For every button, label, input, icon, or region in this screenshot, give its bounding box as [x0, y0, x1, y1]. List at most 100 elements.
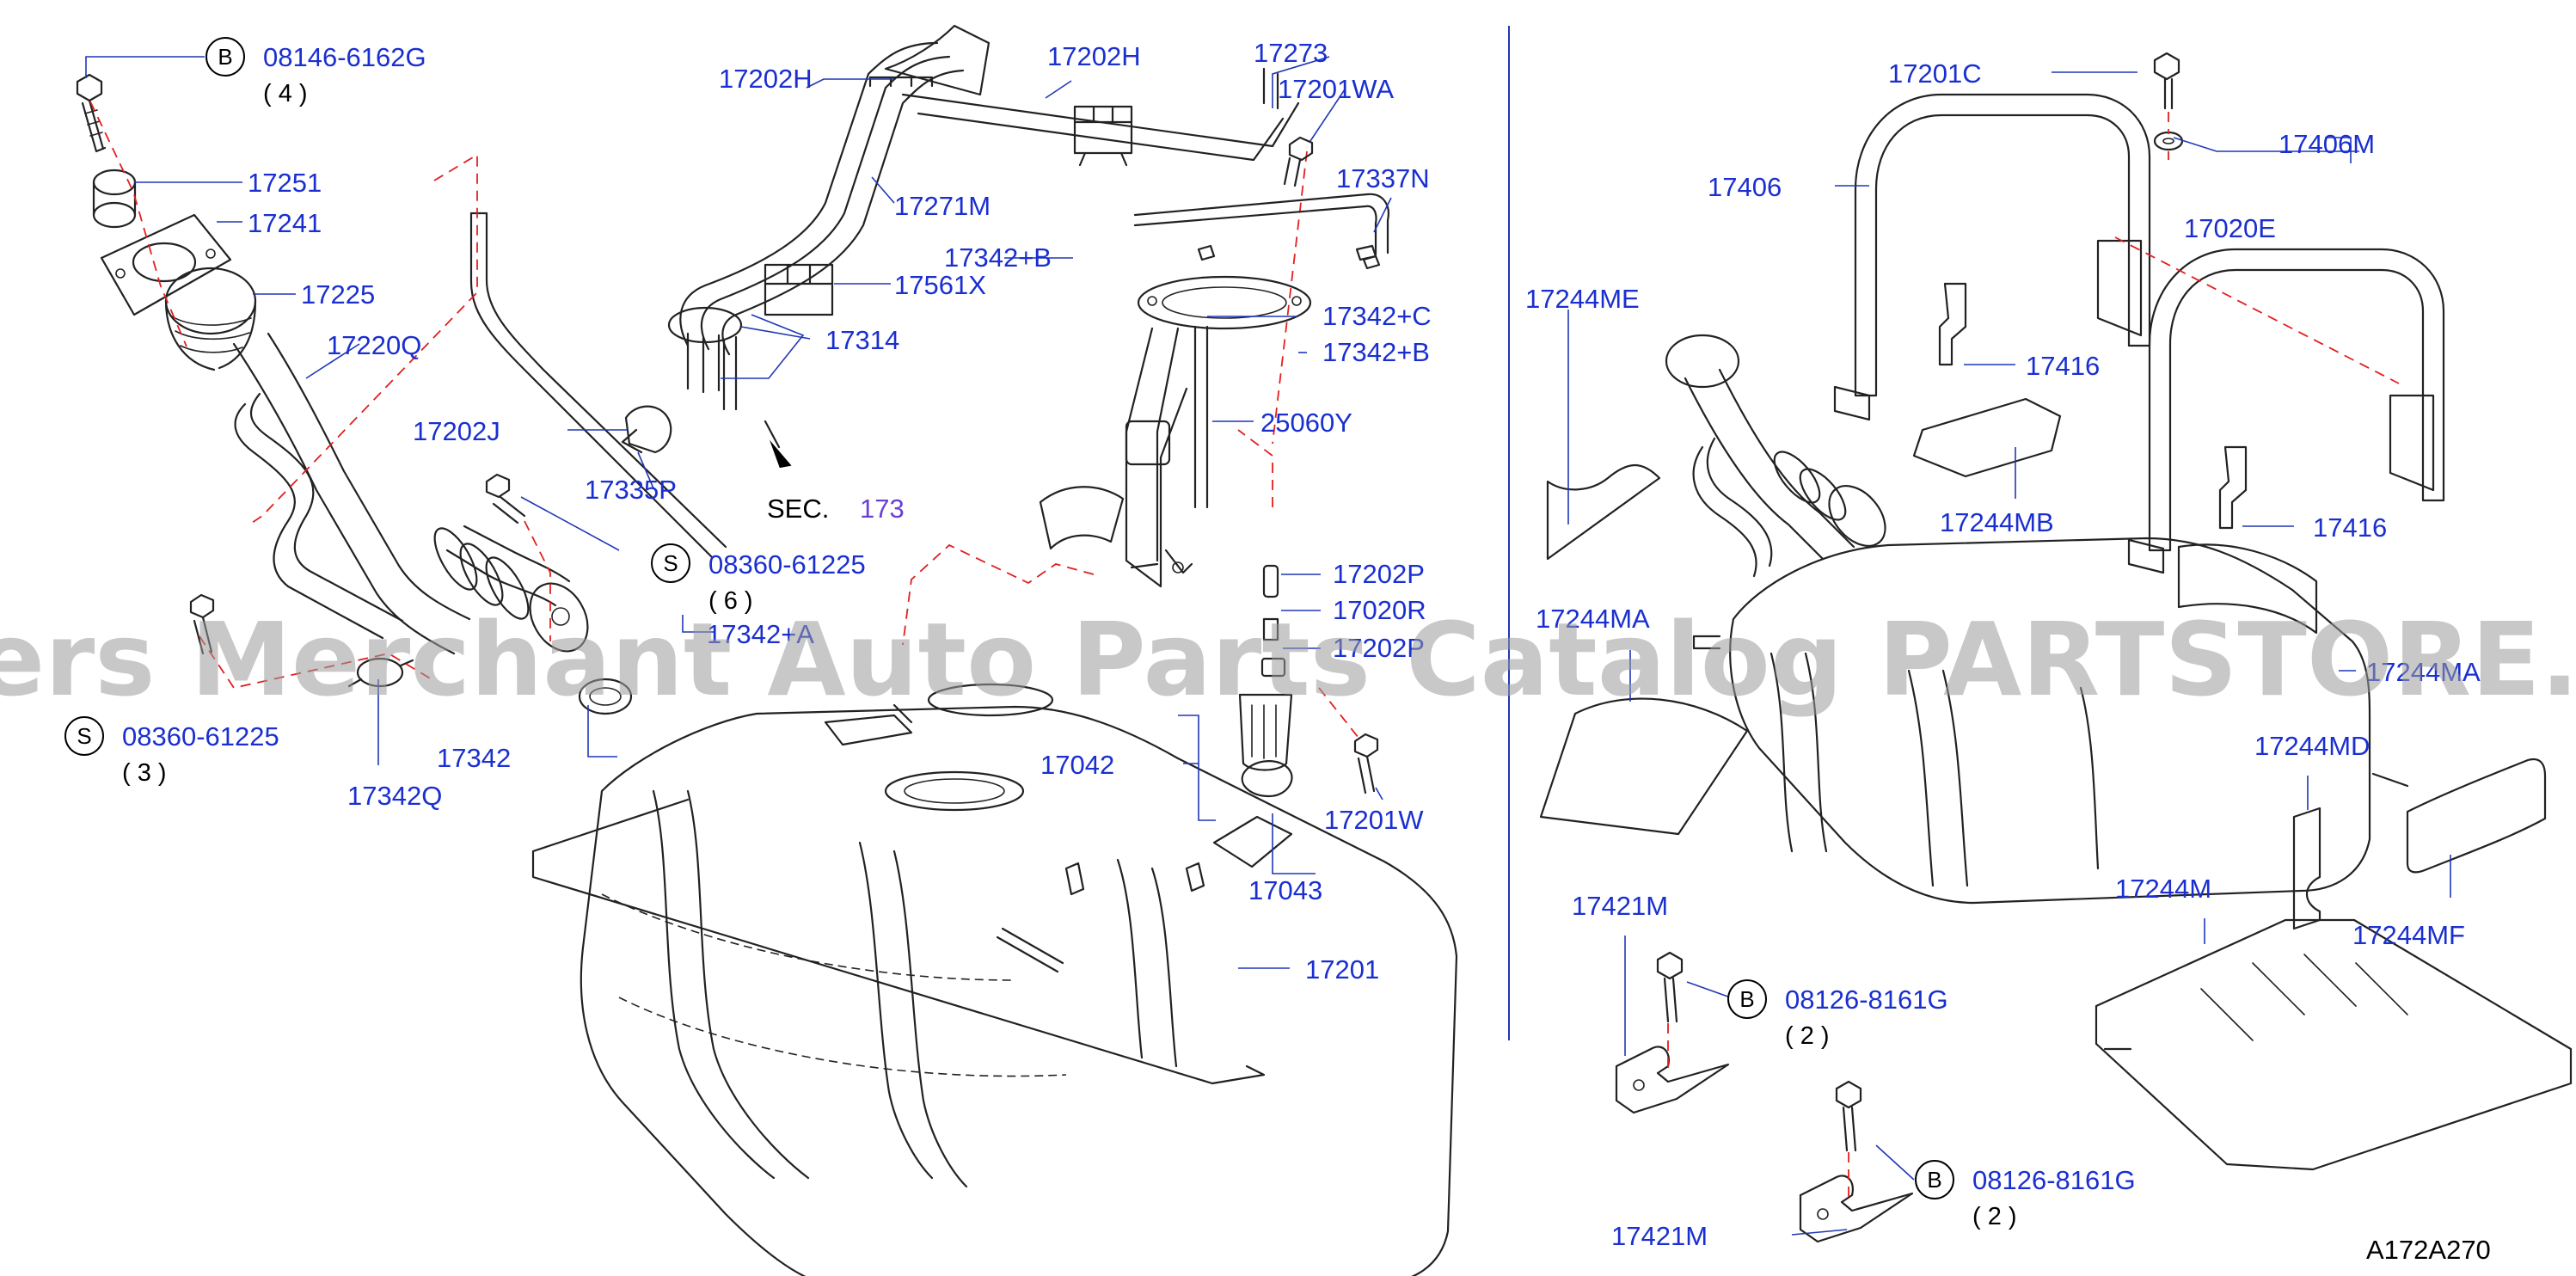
- bolt-icon: [1835, 1080, 1862, 1152]
- part-label: 17342+B: [1322, 337, 1430, 367]
- insulator-pad: [1539, 697, 1749, 836]
- part-label: 17202H: [1047, 41, 1141, 71]
- bolt-symbol-badge: [205, 37, 245, 77]
- bolt-part-number: 08146-6162G: [263, 42, 426, 72]
- part-label: 17201: [1305, 954, 1379, 985]
- line-clip: [764, 263, 834, 316]
- part-label: 17342+B: [944, 242, 1052, 273]
- vent-tube: [469, 212, 727, 559]
- bolt-quantity: ( 2 ): [1972, 1203, 2017, 1230]
- bolt-quantity: ( 6 ): [708, 587, 753, 615]
- insulator-pad: [2095, 918, 2573, 1171]
- bracket-lead: [721, 314, 805, 379]
- insulator-pad: [2406, 758, 2547, 874]
- bolt-icon: [189, 593, 215, 655]
- part-label: 17342+A: [707, 619, 814, 649]
- fuel-tank: [531, 683, 1458, 1276]
- diagram-code: A172A270: [2366, 1235, 2491, 1265]
- bolt-icon: [2153, 52, 2180, 110]
- bolt-symbol: S: [77, 723, 91, 749]
- left-panel-drawings: [76, 24, 1458, 1276]
- part-label: 17244M: [2115, 874, 2211, 904]
- bolt-part-number: 08360-61225: [122, 721, 279, 751]
- tank-strap: [2127, 248, 2445, 574]
- strap-clip: [1938, 282, 1967, 366]
- bolt-icon: [76, 73, 107, 153]
- fuel-tank: [1665, 334, 2409, 905]
- bolt-callout: B 08126-8161G ( 2 ): [1915, 1160, 2136, 1230]
- hose-clamp-large: [578, 678, 633, 715]
- part-label: 17020R: [1333, 595, 1426, 625]
- bolt-icon: [1656, 951, 1684, 1023]
- part-label: 17406: [1708, 172, 1782, 202]
- part-label: 17421M: [1611, 1221, 1708, 1251]
- part-label: 17202J: [413, 416, 500, 446]
- bolt-part-number: 08360-61225: [708, 549, 866, 580]
- watermark-text: Offers Merchant Auto Parts Catalog PARTS…: [0, 600, 2576, 719]
- leader-lines: [85, 56, 2451, 1236]
- bolt-quantity: ( 4 ): [263, 80, 308, 107]
- part-label: 17225: [301, 279, 375, 310]
- small-clip: [1197, 244, 1381, 270]
- part-label: 17241: [248, 208, 322, 238]
- part-label: 17220Q: [327, 330, 421, 360]
- bolt-callout: S 08360-61225 ( 6 ): [651, 543, 866, 615]
- part-label: 17244MD: [2254, 731, 2370, 761]
- line-clip: [1073, 105, 1133, 167]
- hose-clamp: [347, 657, 414, 688]
- fuel-pump-assembly: [1039, 275, 1312, 588]
- assembly-guide-lines: [1667, 112, 2400, 1204]
- part-label: 17335P: [585, 475, 677, 505]
- bolt-symbol-badge: [1727, 979, 1767, 1019]
- part-label: 17244MB: [1940, 507, 2054, 537]
- bolt-symbol: B: [218, 44, 232, 70]
- bolt-symbol: B: [1927, 1167, 1941, 1193]
- part-label: 17244MA: [1536, 604, 1650, 634]
- part-label: 17406M: [2279, 129, 2375, 159]
- insulator-pad: [2292, 807, 2321, 930]
- part-label: 25060Y: [1260, 408, 1352, 438]
- part-label: 17244ME: [1525, 284, 1640, 314]
- part-label: 17342: [437, 743, 511, 773]
- bolt-symbol: B: [1739, 986, 1754, 1012]
- bolt-icon: [1283, 136, 1314, 187]
- part-label: 17202P: [1333, 633, 1425, 663]
- part-label: 17201C: [1888, 58, 1982, 89]
- bolt-icon: [485, 473, 526, 525]
- part-label: 17342+C: [1322, 301, 1432, 331]
- fuel-lines: [679, 24, 1389, 356]
- bolt-callout: B 08146-6162G ( 4 ): [205, 37, 426, 107]
- mounting-bracket: [1799, 1175, 1914, 1243]
- bolt-symbol-badge: [64, 716, 104, 756]
- part-label: 17416: [2026, 351, 2100, 381]
- part-label: 17273: [1254, 38, 1328, 68]
- right-panel-drawings: [1539, 52, 2573, 1243]
- pump-parts: [1212, 564, 1379, 868]
- part-label: 17201WA: [1278, 74, 1394, 104]
- part-label: 17020E: [2184, 213, 2276, 243]
- bolt-quantity: ( 2 ): [1785, 1022, 1830, 1050]
- bolt-symbol-badge: [1915, 1160, 1954, 1199]
- part-label: 17251: [248, 168, 322, 198]
- line-grommet: [667, 306, 743, 411]
- filler-cap: [92, 169, 137, 229]
- bolt-symbol-badge: [651, 543, 690, 583]
- bolt-quantity: ( 3 ): [122, 759, 167, 787]
- insulator-pad: [1546, 464, 1661, 561]
- bolt-callout: B 08126-8161G ( 2 ): [1727, 979, 1948, 1050]
- section-ref-prefix: SEC.: [767, 494, 829, 524]
- part-labels: B 08146-6162G ( 4 ) S 08360-61225 ( 6 ) …: [64, 37, 2491, 1265]
- part-label: 17271M: [894, 191, 991, 221]
- filler-pipe: [232, 332, 589, 655]
- part-label: 17421M: [1572, 891, 1668, 921]
- insulator-pad: [1912, 397, 2062, 478]
- tank-strap: [1833, 93, 2151, 421]
- section-ref-number: 173: [860, 494, 905, 524]
- part-label: 17042: [1040, 750, 1114, 780]
- part-label: 17201W: [1324, 805, 1424, 835]
- strap-clip: [2218, 445, 2248, 530]
- part-label: 17337N: [1336, 163, 1430, 193]
- section-arrow-icon: [764, 420, 792, 469]
- part-label: 17202P: [1333, 559, 1425, 589]
